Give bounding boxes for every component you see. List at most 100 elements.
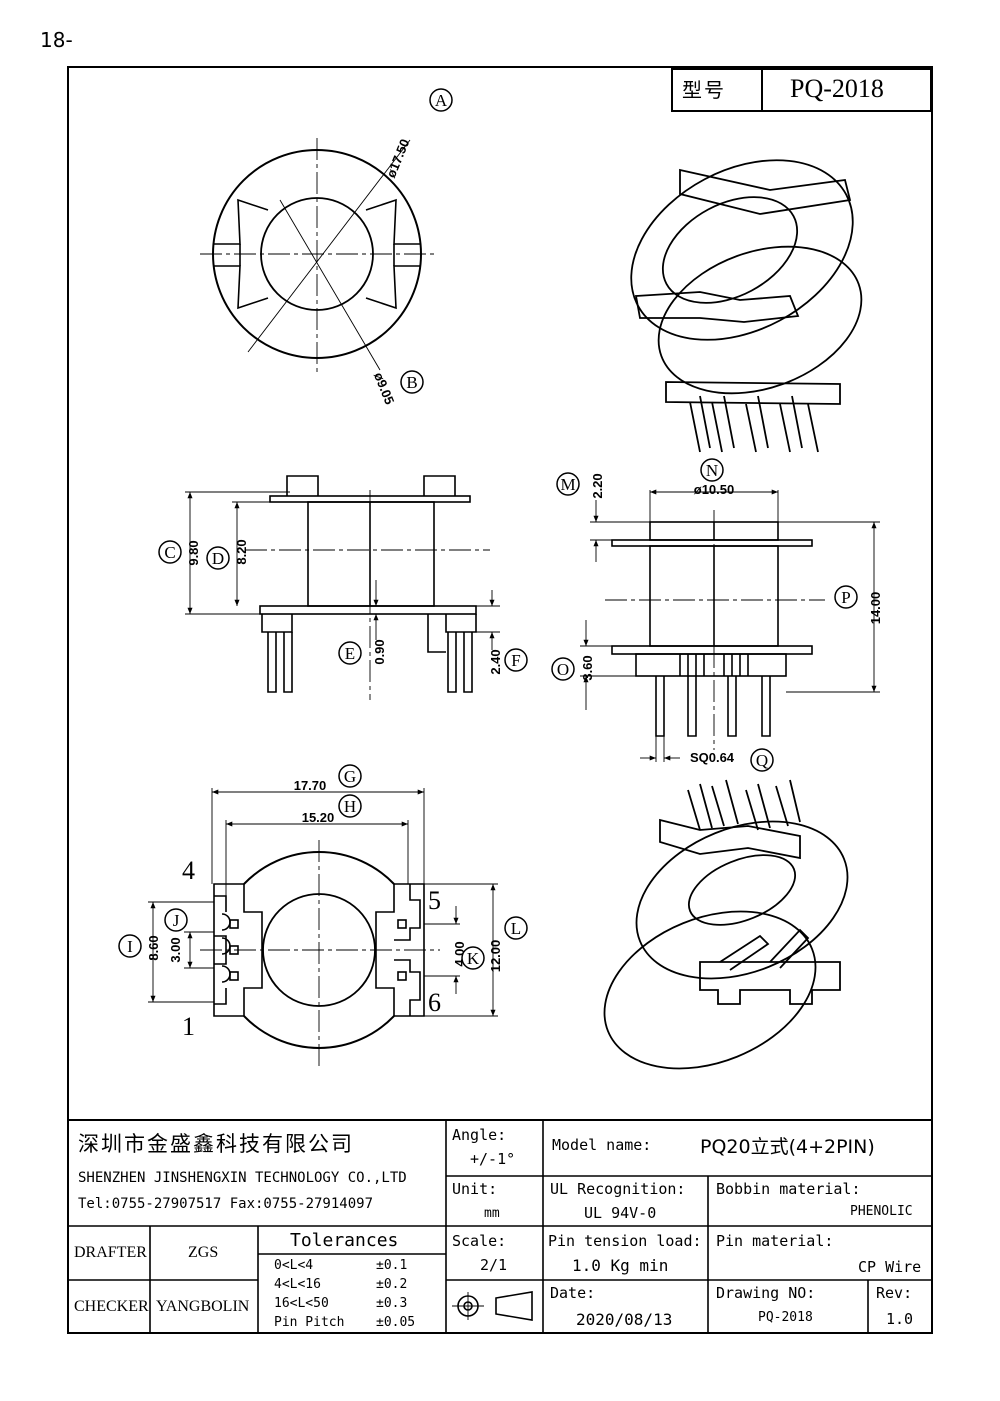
pin-tension-value: 1.0 Kg min [572, 1256, 669, 1275]
front-view [185, 475, 500, 700]
pin-material-value: CP Wire [858, 1258, 922, 1276]
company-contact: Tel:0755-27907517 Fax:0755-27914097 [78, 1196, 374, 1212]
dimension-letter-o: O [557, 660, 569, 679]
checker-label: CHECKER [74, 1298, 149, 1315]
drafter-value: ZGS [188, 1244, 219, 1261]
pin-number-1: 1 [182, 1012, 195, 1041]
dimension-letter-i: I [127, 937, 133, 956]
bobbin-label: Bobbin material: [716, 1180, 861, 1198]
ul-value: UL 94V-0 [584, 1204, 657, 1222]
dimension-value-o: 3.60 [580, 655, 595, 680]
bottom-view [148, 788, 498, 1070]
tolerance-range: 0<L<4 [274, 1258, 314, 1273]
rev-label: Rev: [876, 1284, 913, 1302]
date-value: 2020/08/13 [576, 1310, 673, 1329]
dimension-marker-circle [700, 458, 724, 482]
dimension-letter-c: C [164, 543, 175, 562]
bobbin-value: PHENOLIC [850, 1204, 913, 1219]
scale-label: Scale: [452, 1232, 507, 1250]
dimension-marker-circle [504, 916, 528, 940]
dimension-value-i: 8.60 [146, 935, 161, 960]
dimension-marker-circle [158, 540, 182, 564]
dimension-letter-h: H [344, 797, 356, 816]
model-name-label: Model name: [552, 1136, 652, 1154]
pin-number-6: 6 [428, 988, 441, 1017]
tolerance-range: 16<L<50 [274, 1296, 329, 1311]
scale-value: 2/1 [480, 1256, 508, 1274]
dimension-marker-circle [338, 641, 362, 665]
model-box [671, 68, 932, 112]
dimension-letter-q: Q [756, 751, 768, 770]
tolerance-value: ±0.2 [376, 1277, 408, 1292]
dimension-value-e: 0.90 [372, 639, 387, 664]
company-name-en: SHENZHEN JINSHENGXIN TECHNOLOGY CO.,LTD [78, 1170, 407, 1186]
tolerance-range: 4<L<16 [274, 1277, 321, 1292]
angle-value: +/-1° [470, 1150, 516, 1168]
drafter-label: DRAFTER [74, 1244, 147, 1261]
dimension-marker-circle [504, 648, 528, 672]
dimension-marker-circle [551, 657, 575, 681]
tolerance-range: Pin Pitch [274, 1315, 345, 1330]
pin-number-5: 5 [428, 886, 441, 915]
dimension-value-q: SQ0.64 [690, 750, 735, 765]
dimension-letter-b: B [406, 373, 417, 392]
drawing-frame [67, 66, 933, 1334]
rev-value: 1.0 [886, 1310, 914, 1328]
dimension-letter-a: A [435, 91, 448, 110]
dimension-letter-l: L [511, 919, 521, 938]
dimension-letter-j: J [173, 911, 180, 930]
top-view [200, 138, 436, 372]
model-name-value: PQ20立式(4+2PIN) [700, 1136, 875, 1158]
pin-tension-label: Pin tension load: [548, 1232, 702, 1250]
title-block-grid [67, 1119, 933, 1334]
dimension-marker-circle [429, 88, 453, 112]
dimension-value-m: 2.20 [590, 473, 605, 498]
dimension-value-f: 2.40 [488, 649, 503, 674]
dimension-marker-circle [338, 764, 362, 788]
pin-number-4: 4 [182, 856, 195, 885]
dimension-value-p: 14.00 [868, 592, 883, 625]
drawing-no-label: Drawing NO: [716, 1284, 816, 1302]
dimension-marker-circle [338, 794, 362, 818]
dimension-value-h: 15.20 [302, 810, 335, 825]
dimension-value-d: 8.20 [234, 539, 249, 564]
model-box-value: PQ-2018 [790, 74, 884, 103]
tolerances-title: Tolerances [290, 1230, 399, 1251]
dimension-letter-n: N [706, 461, 718, 480]
dimension-letter-g: G [344, 767, 356, 786]
dimension-value-j: 3.00 [168, 937, 183, 962]
pin-material-label: Pin material: [716, 1232, 834, 1250]
dimension-marker-circle [400, 370, 424, 394]
dimension-letter-e: E [345, 644, 355, 663]
isometric-view-top [630, 159, 863, 453]
page-number: 18- [40, 28, 73, 52]
angle-label: Angle: [452, 1126, 507, 1144]
dimension-letter-m: M [560, 475, 575, 494]
dimension-letter-p: P [841, 588, 850, 607]
side-view [580, 489, 880, 762]
ul-label: UL Recognition: [550, 1180, 686, 1198]
dimension-value-n: ø10.50 [694, 482, 734, 497]
dimension-value-a: ø17.50 [383, 137, 412, 180]
checker-value: YANGBOLIN [156, 1298, 250, 1315]
dimension-marker-circle [118, 934, 142, 958]
dimension-value-c: 9.80 [186, 540, 201, 565]
dimension-marker-circle [164, 908, 188, 932]
company-name-cn: 深圳市金盛鑫科技有限公司 [78, 1132, 354, 1156]
drawing-no-value: PQ-2018 [758, 1310, 813, 1325]
tolerance-value: ±0.3 [376, 1296, 408, 1311]
dimension-marker-circle [834, 585, 858, 609]
dimension-marker-circle [461, 946, 485, 970]
dimension-letter-k: K [467, 949, 480, 968]
date-label: Date: [550, 1284, 596, 1302]
dimension-letter-d: D [212, 549, 224, 568]
dimension-value-b: ø9.05 [371, 370, 397, 406]
unit-label: Unit: [452, 1180, 498, 1198]
dimension-value-l: 12.00 [488, 940, 503, 973]
dimension-letter-f: F [511, 651, 520, 670]
dimension-marker-circle [556, 472, 580, 496]
unit-value: mm [484, 1206, 500, 1221]
dimension-marker-circle [206, 546, 230, 570]
isometric-view-bottom [603, 779, 849, 1070]
